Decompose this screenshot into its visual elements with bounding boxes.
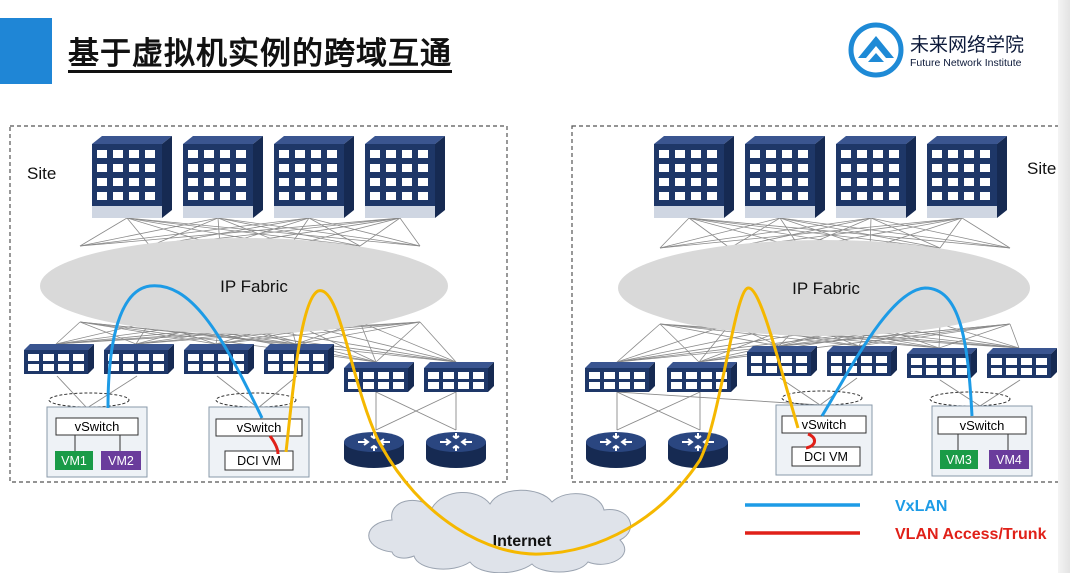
logo-emblem-icon — [848, 22, 904, 78]
vm-label: DCI VM — [237, 454, 281, 468]
leaf-switch-icon — [104, 344, 174, 374]
datacenter-building-icon — [183, 136, 263, 218]
vm-label: VM4 — [996, 453, 1022, 467]
right-fabric-label: IP Fabric — [792, 279, 860, 298]
vswitch-label: vSwitch — [960, 418, 1005, 433]
right-ip-fabric — [618, 240, 1030, 336]
left-site-label: Site — [27, 164, 56, 183]
vlan-link-left — [268, 435, 280, 455]
institute-logo: 未来网络学院 Future Network Institute — [848, 22, 1058, 82]
left-site-boundary — [9, 125, 508, 483]
datacenter-building-icon — [654, 136, 734, 218]
datacenter-building-icon — [274, 136, 354, 218]
router-icon — [585, 431, 647, 469]
leaf-switch-icon — [424, 362, 494, 392]
vswitch-label: vSwitch — [802, 417, 847, 432]
left-host-1: vSwitch VM1 VM2 — [46, 392, 148, 478]
router-icon — [343, 431, 405, 469]
slide-title: 基于虚拟机实例的跨域互通 — [68, 36, 452, 72]
legend-vlan-label: VLAN Access/Trunk — [895, 526, 1047, 543]
logo-name-en: Future Network Institute — [910, 57, 1022, 69]
vxlan-path-left — [106, 284, 264, 419]
router-icon — [425, 431, 487, 469]
logo-name-cn: 未来网络学院 — [910, 34, 1025, 56]
vswitch-label: vSwitch — [75, 419, 120, 434]
datacenter-building-icon — [365, 136, 445, 218]
right-site-label: Site — [1027, 159, 1056, 178]
leaf-switch-icon — [24, 344, 94, 374]
vm-label: VM3 — [946, 453, 972, 467]
vlan-link-right — [805, 432, 816, 450]
slide-edge-shadow — [1058, 0, 1070, 573]
vm-label: VM2 — [108, 454, 134, 468]
right-host-2: vSwitch VM3 VM4 — [929, 391, 1033, 477]
datacenter-building-icon — [836, 136, 916, 218]
legend: VxLAN VLAN Access/Trunk — [745, 498, 1047, 543]
leaf-switch-icon — [184, 344, 254, 374]
right-site-boundary — [571, 125, 1058, 483]
right-host-1: vSwitch DCI VM — [775, 390, 873, 476]
left-ip-fabric — [40, 238, 448, 334]
datacenter-building-icon — [745, 136, 825, 218]
vm-label: DCI VM — [804, 450, 848, 464]
leaf-switch-icon — [987, 348, 1057, 378]
datacenter-building-icon — [927, 136, 1007, 218]
left-fabric-label: IP Fabric — [220, 277, 288, 296]
host-links — [56, 375, 1021, 431]
vxlan-path-right — [820, 286, 974, 417]
leaf-switch-icon — [585, 362, 655, 392]
vswitch-label: vSwitch — [237, 420, 282, 435]
internet-label: Internet — [493, 533, 552, 550]
datacenter-building-icon — [92, 136, 172, 218]
internet-cloud: Internet — [368, 489, 632, 573]
legend-vxlan-label: VxLAN — [895, 498, 947, 515]
interconnect-data-path — [284, 286, 800, 556]
left-host-2: vSwitch DCI VM — [208, 392, 310, 478]
vm-label: VM1 — [61, 454, 87, 468]
title-accent-bar — [0, 18, 52, 84]
